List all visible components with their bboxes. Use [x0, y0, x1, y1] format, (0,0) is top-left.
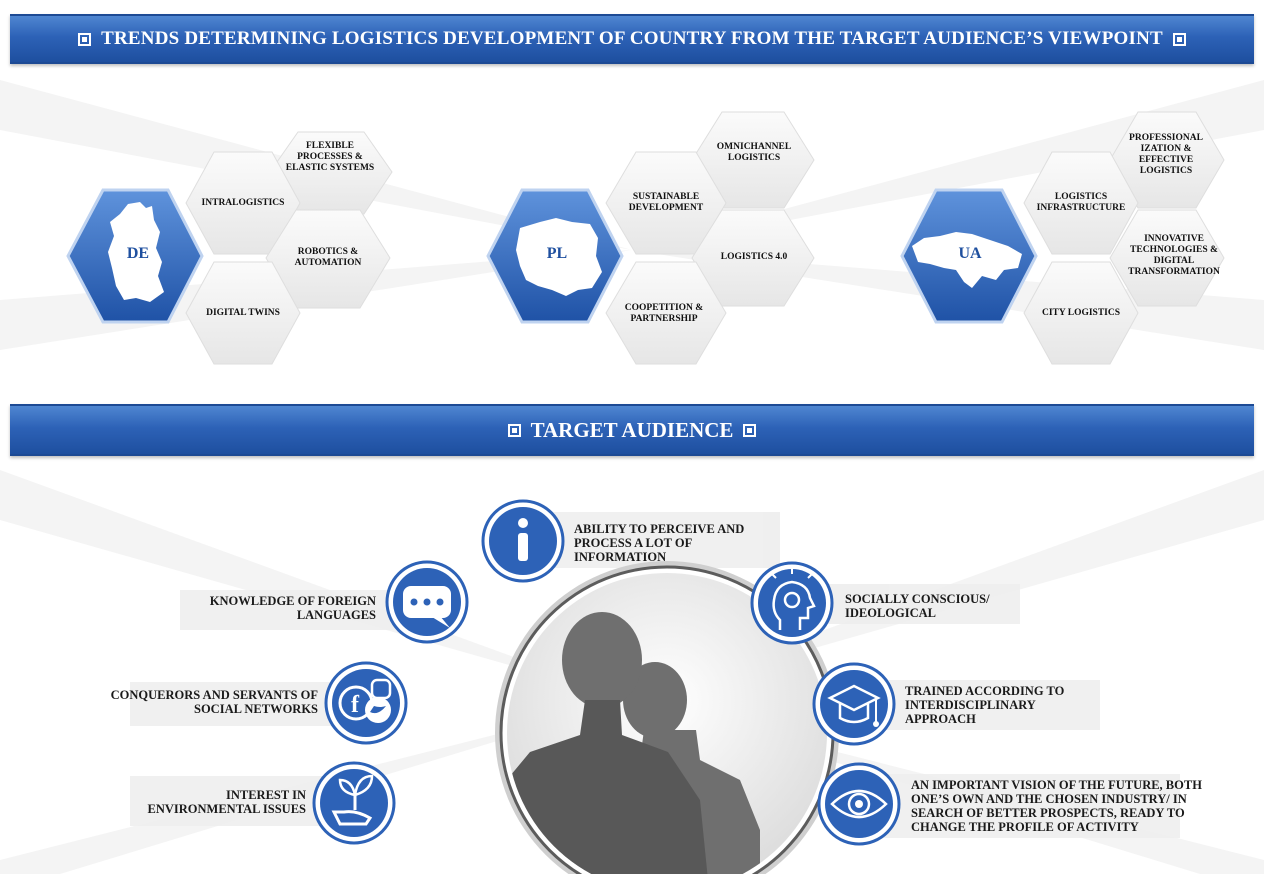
trait-text-socially-conscious: SOCIALLY CONSCIOUS/ IDEOLOGICAL	[845, 592, 990, 620]
square-bullet-icon	[507, 423, 521, 437]
country-code-ua: UA	[958, 245, 982, 262]
trend-label: LOGISTICS 4.0	[720, 251, 788, 262]
trend-hex	[691, 209, 815, 307]
trend-label: ROBOTICS & AUTOMATION	[294, 247, 362, 268]
idea-head-icon	[750, 561, 834, 645]
poland-map-icon	[516, 218, 602, 296]
country-code-pl: PL	[546, 245, 568, 262]
info-icon	[481, 499, 565, 583]
chat-icon	[385, 560, 469, 644]
target-audience-banner: TARGET AUDIENCE	[10, 404, 1254, 456]
trends-header-banner: TRENDS DETERMINING LOGISTICS DEVELOPMENT…	[10, 14, 1254, 64]
square-bullet-icon	[78, 32, 92, 46]
trend-label: INTRALOGISTICS	[201, 197, 285, 208]
target-audience-title: TARGET AUDIENCE	[530, 417, 734, 442]
trend-hex	[605, 261, 727, 365]
eye-icon	[817, 762, 901, 846]
trend-label: OMNICHANNEL LOGISTICS	[716, 142, 792, 163]
trend-label: CITY LOGISTICS	[1041, 307, 1121, 318]
trait-text-info: ABILITY TO PERCEIVE AND PROCESS A LOT OF…	[574, 522, 745, 564]
svg-text:f: f	[351, 692, 360, 718]
trend-hex	[1023, 261, 1139, 365]
trend-label: SUSTAINABLE DEVELOPMENT	[628, 192, 704, 213]
trend-label: FLEXIBLE PROCESSES & ELASTIC SYSTEMS	[285, 140, 375, 173]
trait-text-vision: AN IMPORTANT VISION OF THE FUTURE, BOTH …	[911, 778, 1202, 834]
trend-label: DIGITAL TWINS	[206, 307, 280, 318]
trait-text-languages: KNOWLEDGE OF FOREIGN LANGUAGES	[209, 594, 376, 622]
square-bullet-icon	[743, 423, 757, 437]
country-cluster-ua	[900, 111, 1225, 365]
square-bullet-icon	[1172, 32, 1186, 46]
germany-map-icon	[108, 202, 164, 302]
trend-hex	[1023, 151, 1139, 255]
trend-label: COOPETITION & PARTNERSHIP	[624, 303, 704, 324]
trait-text-environmental: INTEREST IN ENVIRONMENTAL ISSUES	[147, 788, 307, 816]
graduation-cap-icon	[812, 662, 896, 746]
audience-silhouette-icon	[495, 561, 839, 874]
trend-hex	[1109, 209, 1225, 307]
trend-hex	[185, 261, 301, 365]
country-cluster-de	[66, 131, 393, 365]
trend-label: INNOVATIVE TECHNOLOGIES & DIGITAL TRANSF…	[1128, 234, 1220, 277]
country-code-de: DE	[126, 245, 150, 262]
trend-hex	[265, 209, 391, 309]
social-networks-icon: f	[324, 661, 408, 745]
ukraine-map-icon	[912, 232, 1022, 288]
trend-label: PROFESSIONAL IZATION & EFFECTIVE LOGISTI…	[1129, 133, 1203, 176]
plant-hand-icon	[312, 761, 396, 845]
trends-title: TRENDS DETERMINING LOGISTICS DEVELOPMENT…	[101, 28, 1163, 49]
country-cluster-pl	[486, 111, 815, 365]
trait-text-social-networks: CONQUERORS AND SERVANTS OF SOCIAL NETWOR…	[110, 688, 318, 716]
trait-text-interdisciplinary: TRAINED ACCORDING TO INTERDISCIPLINARY A…	[905, 684, 1065, 726]
trend-label: LOGISTICS INFRASTRUCTURE	[1036, 192, 1126, 213]
